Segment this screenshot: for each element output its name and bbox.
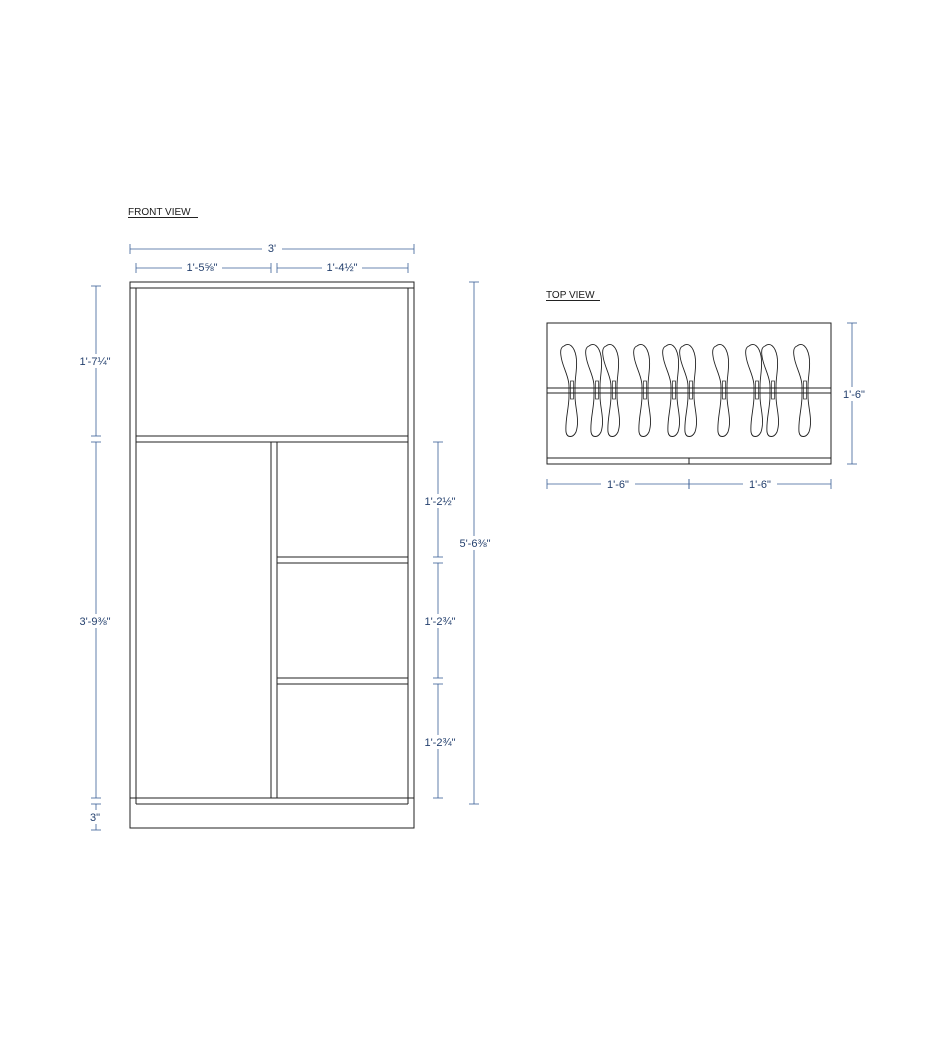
front-view: FRONT VIEW (76, 207, 494, 831)
dim-label: 1'-6" (843, 389, 865, 401)
hanger-icon (662, 344, 680, 437)
cabinet-top (546, 322, 832, 465)
top-view-title: TOP VIEW (546, 290, 595, 301)
dim-label: 1'-2¾" (424, 737, 455, 749)
dim-base-height: 3" (84, 803, 106, 831)
hanger-icon (679, 344, 697, 437)
dim-label: 3' (268, 243, 276, 255)
top-view: TOP VIEW 1'-6" 1'-6" (546, 290, 870, 491)
dim-label: 1'-5⅝" (186, 262, 217, 274)
hanger-icon (745, 344, 763, 437)
hanger-icon (633, 344, 651, 437)
dim-lower-height: 3'-9⅜" (76, 441, 114, 799)
dim-label: 1'-6" (607, 479, 629, 491)
dim-label: 1'-2¾" (424, 616, 455, 628)
dim-overall-width: 3' (129, 240, 415, 255)
hangers (560, 344, 811, 437)
dim-label: 1'-4½" (326, 262, 357, 274)
dim-label: 3" (90, 812, 100, 824)
hanger-icon (761, 344, 779, 437)
dim-top-right-width: 1'-6" (688, 477, 832, 491)
dim-label: 1'-6" (749, 479, 771, 491)
hanger-icon (712, 344, 730, 437)
hanger-icon (560, 344, 578, 437)
dim-total-height: 5'-6⅜" (456, 281, 494, 805)
dim-right-width: 1'-4½" (276, 259, 409, 274)
dim-top-depth: 1'-6" (838, 322, 870, 465)
cabinet-front (129, 281, 415, 829)
dim-label: 1'-2½" (424, 496, 455, 508)
dim-shelf2-height: 1'-2¾" (422, 562, 458, 679)
hanger-icon (602, 344, 620, 437)
front-view-title: FRONT VIEW (128, 207, 191, 218)
dim-label: 3'-9⅜" (79, 616, 110, 628)
dim-shelf1-height: 1'-2½" (422, 441, 458, 558)
dim-top-height: 1'-7¼" (76, 285, 114, 437)
dim-label: 5'-6⅜" (459, 538, 490, 550)
dim-top-left-width: 1'-6" (546, 477, 690, 491)
dim-left-width: 1'-5⅝" (135, 259, 272, 274)
cabinet-outline (129, 281, 415, 829)
hanger-icon (793, 344, 811, 437)
hanger-icon (585, 344, 603, 437)
dim-label: 1'-7¼" (79, 356, 110, 368)
dim-shelf3-height: 1'-2¾" (422, 683, 458, 799)
